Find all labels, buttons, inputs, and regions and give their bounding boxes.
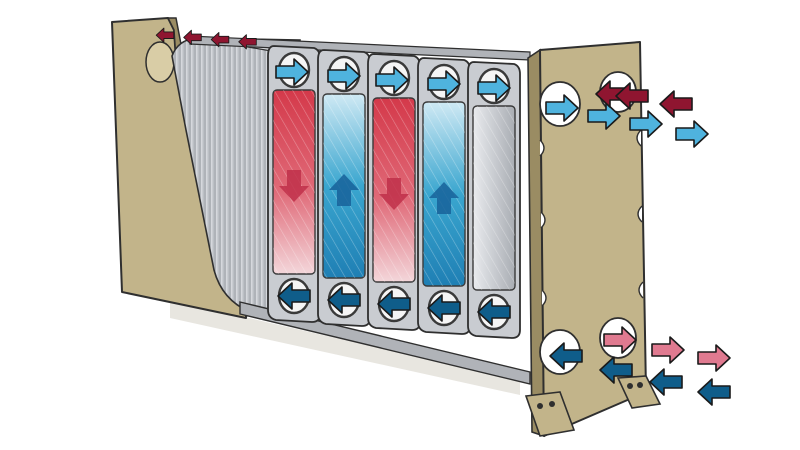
hot-plate-2 [210,32,421,331]
cold-plate-2 [238,34,471,335]
end-plate [467,61,521,339]
foot-left [524,391,576,437]
floor-shadow [170,300,520,395]
hot-plate-1 [155,27,321,323]
cold-plate-1 [183,29,371,327]
rear-frame-port [145,41,175,83]
hot-outlet-arrow-3 [697,344,731,372]
hot-inlet-arrow-3 [659,90,693,118]
cold-outlet-arrow-4 [675,120,709,148]
hot-outlet-arrow-2 [651,336,685,364]
cold-inlet-arrow-3 [649,368,683,396]
cold-inlet-arrow-4 [697,378,731,406]
